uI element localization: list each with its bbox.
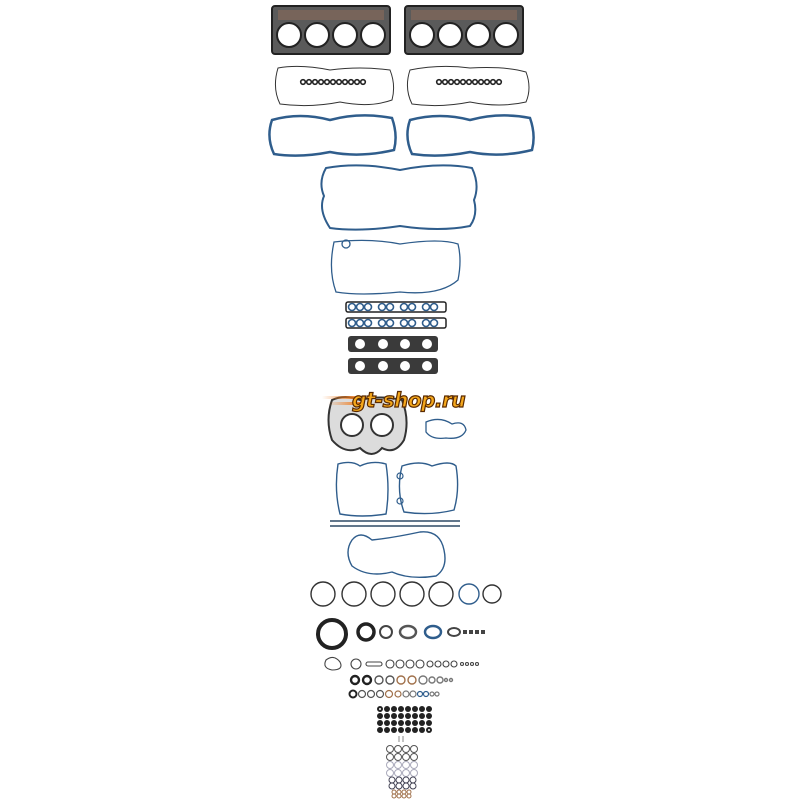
blue-gasket-right	[406, 114, 535, 157]
blue-gasket-left	[268, 114, 397, 157]
large-o-rings	[310, 581, 502, 607]
cylinder-head-gasket-right	[404, 5, 524, 55]
crank-seals	[316, 618, 485, 650]
small-o-rings	[324, 656, 480, 671]
side-gasket-left	[335, 461, 389, 517]
cylinder-head-gasket-left	[271, 5, 391, 55]
valve-cover-gasket-right	[406, 65, 530, 107]
valve-cover-gasket-left	[274, 65, 395, 107]
rail-seal-strips	[330, 520, 460, 527]
side-gasket-right	[398, 462, 459, 515]
valve-cover-seals-right	[435, 78, 503, 86]
rear-cover-gasket	[347, 531, 446, 579]
oil-cooler-gasket	[425, 418, 467, 440]
lower-oil-pan-gasket	[330, 239, 461, 295]
intake-manifold-gaskets	[345, 301, 447, 329]
front-cover-gasket	[327, 396, 408, 455]
watermark-text: gt-shop.ru	[351, 387, 466, 412]
watermark-streak	[328, 402, 362, 405]
watermark-logo: gt-shop.ru	[322, 387, 482, 416]
exhaust-manifold-gaskets	[348, 336, 438, 374]
oil-pan-gasket	[320, 164, 478, 231]
injector-seal-grid	[377, 706, 432, 733]
bottom-o-ring-stack	[386, 745, 418, 799]
watermark-streak	[322, 396, 362, 399]
valve-cover-seals-left	[299, 78, 367, 86]
